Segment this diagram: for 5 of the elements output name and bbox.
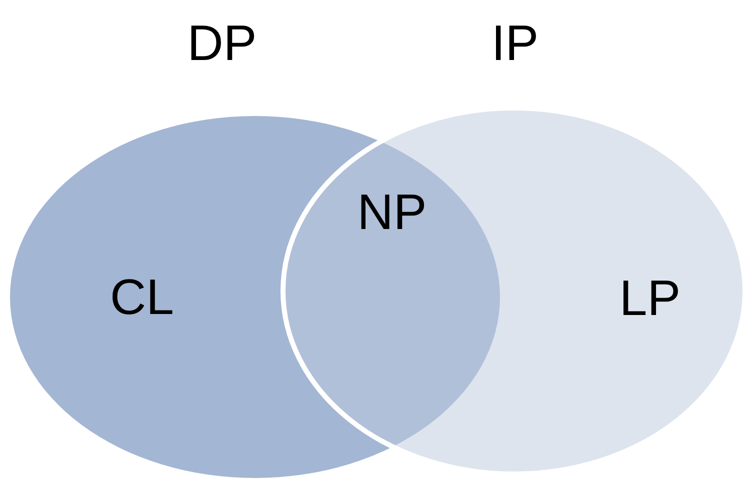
region-label: NP xyxy=(357,187,427,237)
region-label: CL xyxy=(110,272,174,322)
set-heading: IP xyxy=(491,18,539,68)
set-heading: DP xyxy=(187,18,257,68)
region-label: LP xyxy=(619,273,681,323)
